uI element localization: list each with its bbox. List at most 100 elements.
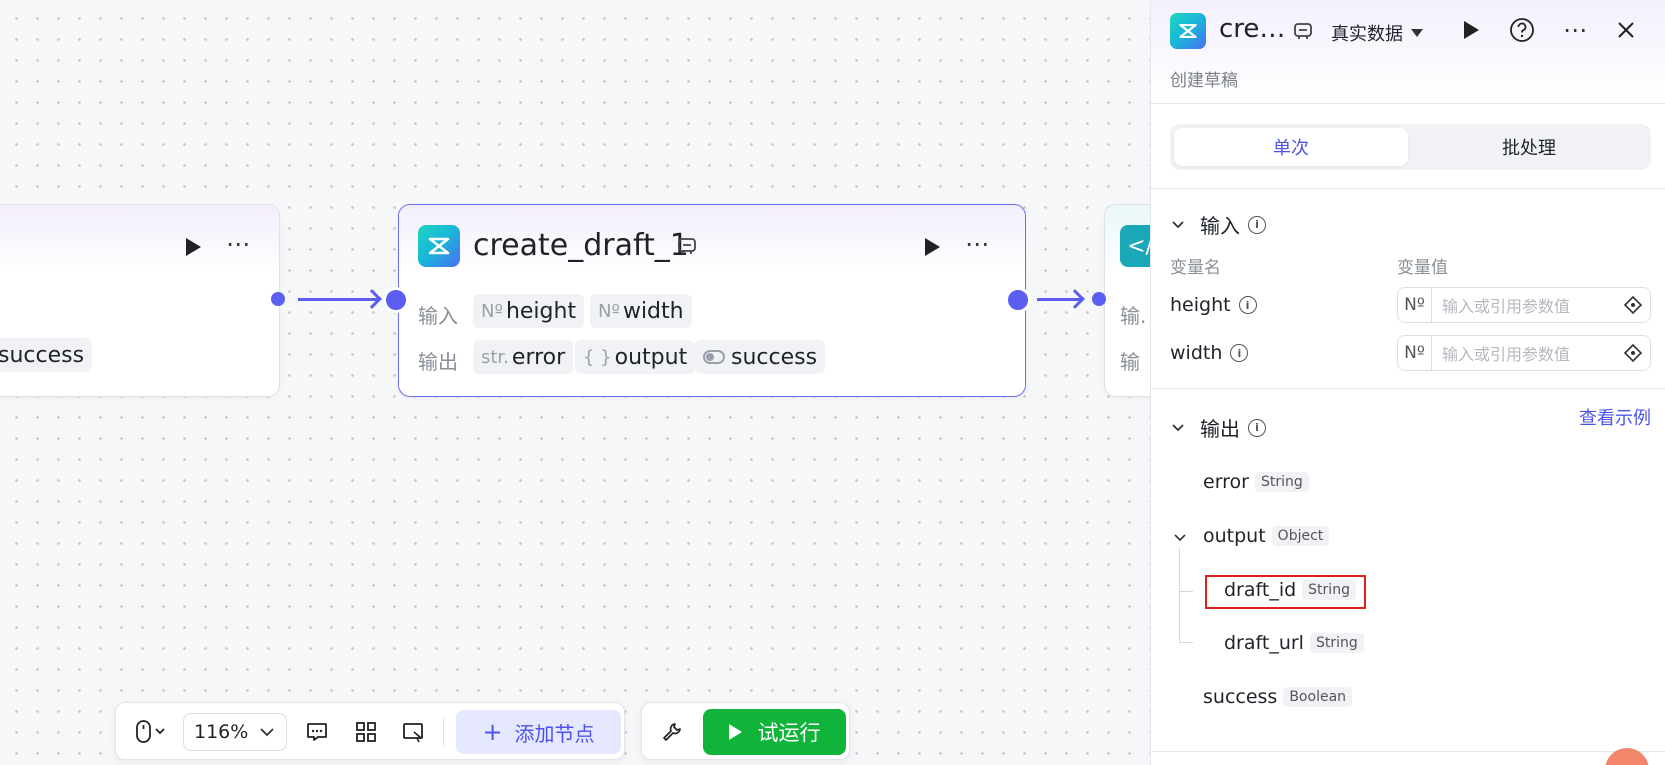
interaction-mode-button[interactable] [126, 714, 176, 750]
toolbar-divider [443, 717, 444, 747]
chevron-down-icon [1172, 220, 1184, 228]
chevron-down-icon [1172, 423, 1184, 431]
next-node-input-label: 输. [1120, 304, 1147, 328]
test-run-button[interactable]: 试运行 [703, 709, 846, 755]
zoom-select[interactable]: 116% [183, 713, 287, 751]
mouse-icon [136, 720, 165, 743]
tree-line [1179, 548, 1180, 642]
reference-variable-icon[interactable] [1616, 343, 1650, 363]
type-tag: Object [1271, 526, 1330, 546]
assistant-avatar[interactable] [1605, 748, 1649, 765]
panel-header-bg [1151, 0, 1665, 104]
edge-line[interactable] [298, 298, 378, 301]
edge-arrow [362, 289, 382, 309]
panel-more-icon[interactable]: ⋯ [1563, 16, 1588, 44]
tree-line [1179, 591, 1193, 592]
chevron-down-icon [260, 728, 274, 737]
run-node-icon[interactable] [1460, 18, 1482, 42]
info-icon[interactable]: i [1248, 418, 1266, 437]
grid-layout-icon [356, 722, 376, 742]
run-toolbar: 试运行 [641, 702, 850, 760]
width-input[interactable]: Nº 输入或引用参数值 [1397, 335, 1651, 371]
col-variable-value: 变量值 [1397, 258, 1448, 278]
var-height-label: height i [1170, 294, 1257, 316]
node-output-label: 输出 [418, 350, 458, 374]
info-icon[interactable]: i [1248, 215, 1266, 234]
node-title[interactable]: create_draft_1 [473, 228, 689, 263]
node-more-icon[interactable]: ⋯ [965, 230, 990, 258]
var-width-label: width i [1170, 342, 1249, 364]
panel-title[interactable]: cre… [1219, 14, 1286, 44]
panel-subtitle: 创建草稿 [1170, 71, 1238, 91]
next-node-input-port[interactable] [1092, 292, 1106, 306]
create-draft-node[interactable] [398, 204, 1026, 397]
info-icon[interactable]: i [1230, 344, 1249, 362]
caret-down-icon [1411, 29, 1423, 37]
comment-button[interactable] [299, 714, 335, 750]
node-input-label: 输入 [418, 304, 458, 328]
annotation-highlight-box [1205, 575, 1366, 609]
node-output-success: success [695, 340, 826, 374]
node-header-bg [399, 205, 1025, 275]
toggle-icon [703, 350, 725, 364]
output-item-output: output Object [1203, 525, 1330, 547]
capcut-logo-icon [1170, 13, 1206, 49]
type-tag: String [1255, 472, 1309, 492]
height-input[interactable]: Nº 输入或引用参数值 [1397, 287, 1651, 323]
node-run-icon[interactable] [921, 236, 943, 258]
next-node-output-label: 输 [1120, 350, 1140, 374]
data-source-select[interactable]: 真实数据 [1331, 20, 1423, 46]
tab-batch[interactable]: 批处理 [1502, 138, 1556, 159]
plus-icon: + [482, 718, 503, 746]
comment-icon [307, 723, 327, 741]
type-tag: Boolean [1283, 687, 1353, 707]
minimap-button[interactable] [396, 714, 432, 750]
plugin-link-icon [678, 238, 696, 254]
node-header-bg [0, 205, 279, 275]
edge-line[interactable] [1037, 298, 1081, 301]
section-divider [1151, 751, 1665, 752]
height-input-placeholder[interactable]: 输入或引用参数值 [1442, 297, 1571, 316]
node-output-port[interactable] [1005, 287, 1031, 313]
output-item-draft-url: draft_url String [1224, 632, 1364, 654]
col-variable-name: 变量名 [1170, 258, 1221, 278]
view-example-link[interactable]: 查看示例 [1579, 408, 1651, 429]
node-output-error: str.error [473, 340, 574, 374]
node-input-port[interactable] [383, 287, 409, 313]
tree-line [1179, 642, 1193, 643]
help-icon[interactable] [1509, 17, 1535, 43]
number-type-icon: Nº [1398, 336, 1432, 370]
chevron-down-icon[interactable] [1172, 530, 1188, 546]
capcut-logo-icon [418, 225, 460, 267]
output-item-draft-id: draft_id String [1224, 579, 1356, 601]
layout-button[interactable] [348, 714, 384, 750]
output-item-error: error String [1203, 471, 1309, 493]
info-icon[interactable]: i [1238, 296, 1257, 314]
node-detail-panel: cre… 真实数据 ⋯ 创建草稿 单次 批处理 输入 i 变量名 变量值 hei… [1150, 0, 1665, 765]
plugin-link-icon[interactable] [1293, 21, 1313, 41]
debug-tools-button[interactable] [654, 714, 690, 750]
number-type-icon: Nº [1398, 288, 1432, 322]
tab-single[interactable]: 单次 [1174, 128, 1408, 166]
add-node-button[interactable]: + 添加节点 [456, 710, 621, 754]
play-icon [728, 724, 742, 740]
previous-node-output-port[interactable] [271, 292, 285, 306]
edge-arrow [1065, 289, 1085, 309]
width-input-placeholder[interactable]: 输入或引用参数值 [1442, 345, 1571, 364]
wrench-icon [663, 723, 681, 741]
section-divider [1151, 188, 1665, 189]
input-section-header[interactable]: 输入 i [1170, 210, 1266, 239]
code-icon: </ [1120, 225, 1150, 267]
close-icon[interactable] [1616, 20, 1636, 40]
run-mode-tabs: 单次 批处理 [1170, 124, 1651, 170]
reference-variable-icon[interactable] [1616, 295, 1650, 315]
minimap-icon [403, 723, 424, 743]
previous-node-more-icon[interactable]: ⋯ [226, 230, 251, 258]
previous-node-output-success: success [0, 338, 93, 372]
previous-node-run-icon[interactable] [182, 236, 204, 258]
output-section-header[interactable]: 输出 i [1170, 413, 1266, 442]
canvas-toolbar: 116% + 添加节点 [115, 702, 625, 760]
